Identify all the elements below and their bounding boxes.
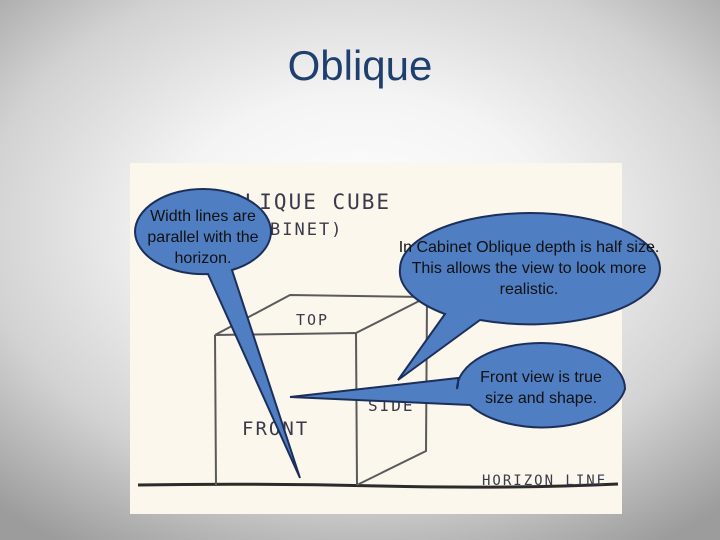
cabinet-depth-callout	[397, 212, 662, 381]
top-label: TOP	[296, 311, 329, 329]
cube-drawing: BLIQUE CUBE BINET) HORIZON LINE TOP FRON…	[137, 190, 619, 489]
page-title: Oblique	[287, 42, 433, 89]
front-view-callout	[289, 342, 627, 429]
top-face	[214, 293, 428, 336]
horizon-label: HORIZON LINE	[482, 473, 607, 489]
cabinet-depth-callout-text: In Cabinet Oblique depth is half size. T…	[398, 239, 660, 298]
horizon-line	[137, 482, 619, 489]
sketch-subheading: BINET)	[270, 220, 343, 240]
width-lines-callout	[133, 188, 301, 479]
front-view-callout-text: Front view is true size and shape.	[480, 369, 602, 407]
front-label: FRONT	[242, 418, 309, 440]
width-lines-callout-text: Width lines are parallel with the horizo…	[147, 208, 259, 267]
